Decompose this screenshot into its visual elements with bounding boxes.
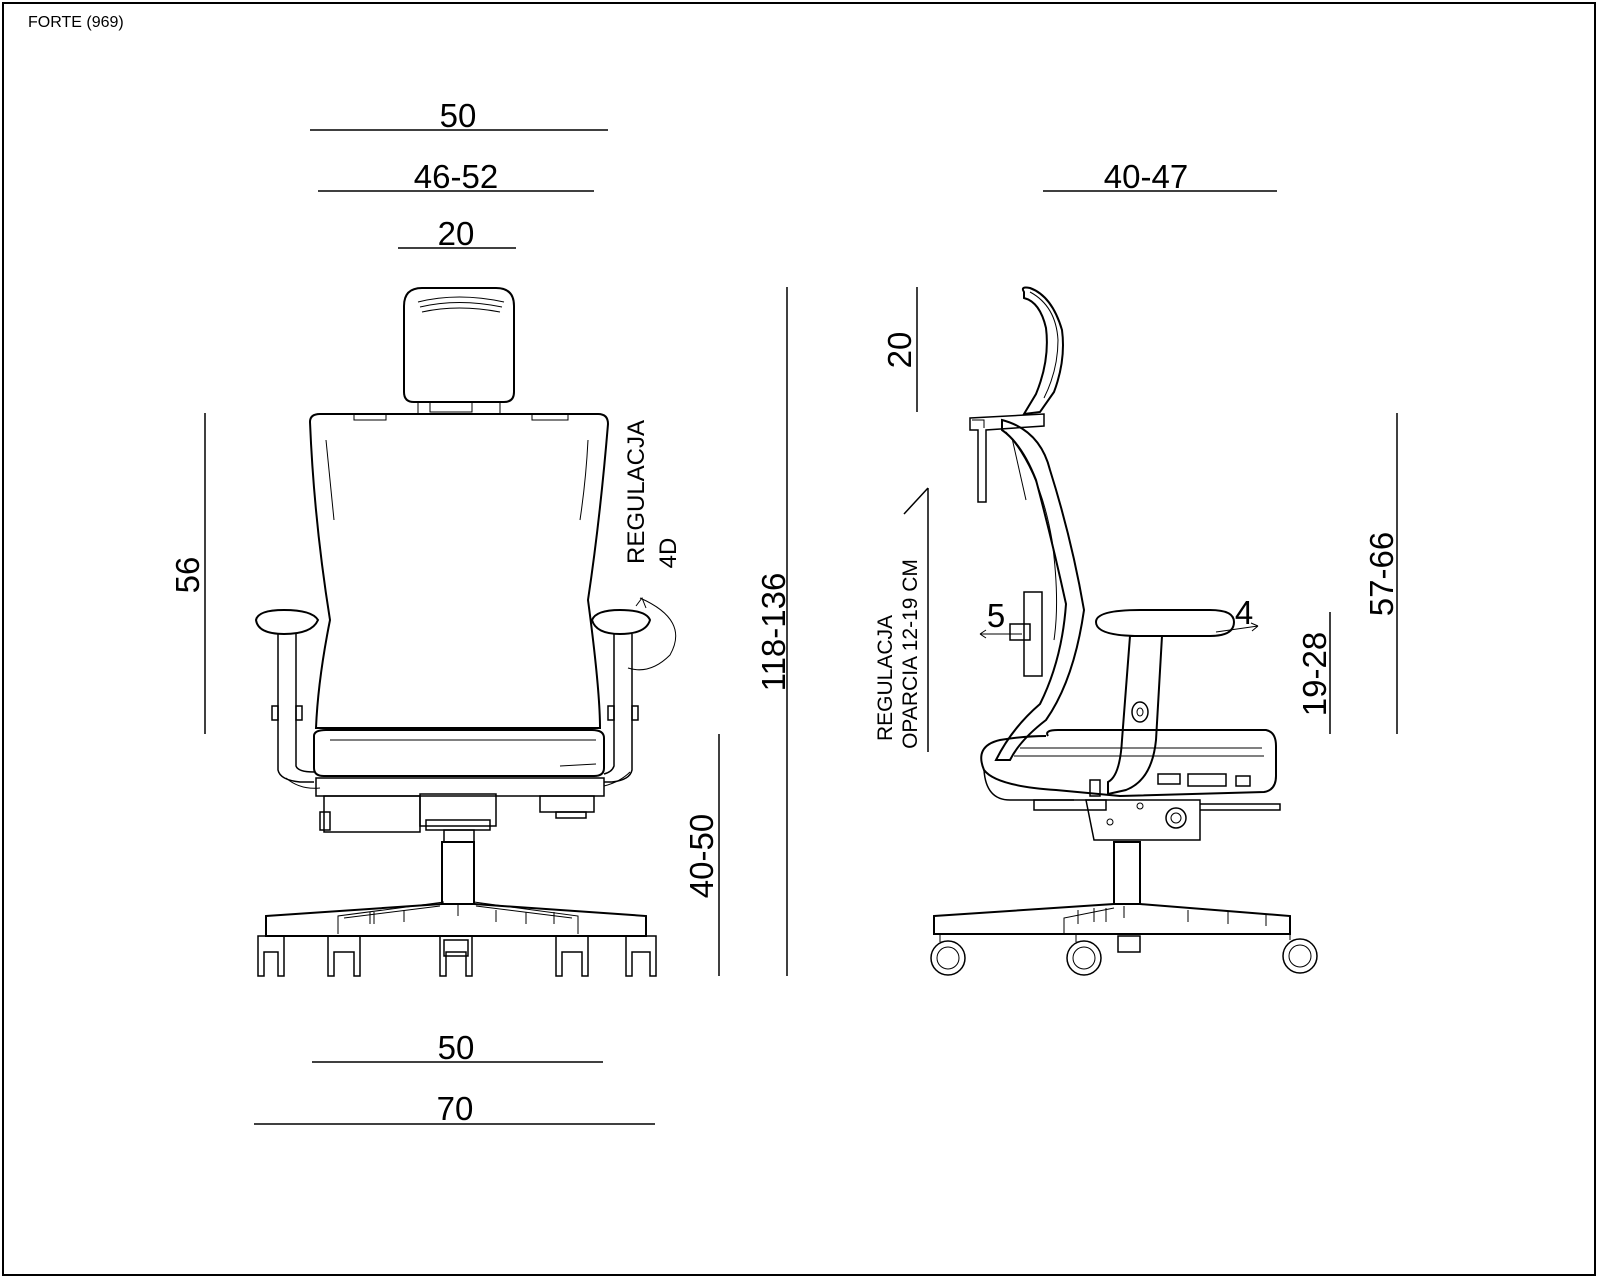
- dim-headrest-width-label: 20: [438, 215, 475, 252]
- side-casters: [930, 934, 1318, 976]
- dim-seat-height: 40-50: [683, 734, 720, 976]
- armrest-back-label: 5: [987, 597, 1005, 634]
- dim-total-height-label: 118-136: [755, 573, 792, 692]
- dim-base-width: 70: [254, 1090, 655, 1127]
- side-mechanism: [1085, 799, 1201, 841]
- dim-base-width-label: 70: [437, 1090, 474, 1127]
- dim-backrest-height-side: 57-66: [1363, 413, 1400, 734]
- headrest-ribs: [417, 296, 505, 313]
- armrest-label-line1: REGULACJA: [623, 420, 650, 564]
- side-view-chair: [930, 286, 1318, 976]
- dim-seat-width: 50: [312, 1029, 603, 1066]
- side-base: [933, 903, 1291, 935]
- dim-backrest-width-label: 46-52: [414, 158, 498, 195]
- dim-seat-width-label: 50: [438, 1029, 475, 1066]
- backrest-label-line2: OPARCIA 12-19 CM: [899, 559, 922, 749]
- arrow-left-icon: [979, 629, 1022, 639]
- dim-seat-depth-label: 40-47: [1104, 158, 1188, 195]
- rotation-arrow-icon: [627, 597, 677, 671]
- armrest-front-adjust: 4: [1215, 594, 1259, 633]
- caster-wheel-icon: [930, 940, 966, 976]
- tilt-lever: [1200, 803, 1281, 811]
- dim-backrest-height: 56: [169, 413, 206, 734]
- dim-headrest-height-label: 20: [881, 332, 918, 369]
- front-base: [265, 903, 647, 937]
- dim-armrest-height: 19-28: [1296, 612, 1333, 734]
- dim-seat-depth: 40-47: [1043, 158, 1277, 195]
- dim-headrest-height: 20: [881, 287, 918, 412]
- arrow-head-icon: [635, 596, 647, 609]
- armrest-label-line2: 4D: [655, 538, 682, 569]
- dim-seat-height-label: 40-50: [683, 814, 720, 898]
- front-seat: [313, 729, 605, 777]
- front-armrest-left: [277, 634, 315, 783]
- dim-overall-width-top: 50: [310, 97, 608, 134]
- backrest-label-line1: REGULACJA: [874, 615, 897, 741]
- dim-backrest-width: 46-52: [318, 158, 594, 195]
- dim-headrest-width: 20: [398, 215, 516, 252]
- armrest-back-adjust: 5: [979, 597, 1022, 639]
- armrest-front-label: 4: [1235, 594, 1253, 631]
- side-seat: [980, 729, 1277, 798]
- front-armrest-right-pad: [590, 608, 652, 636]
- front-armrest-left-pad: [254, 608, 320, 636]
- front-view-chair: [254, 287, 657, 977]
- front-backrest: [308, 413, 610, 729]
- dim-armrest-height-label: 19-28: [1296, 632, 1333, 716]
- front-headrest: [403, 287, 515, 403]
- tilt-knob-icon: [1165, 807, 1187, 829]
- dim-overall-width-top-label: 50: [440, 97, 477, 134]
- model-title: FORTE (969): [28, 14, 124, 31]
- dim-total-height: 118-136: [755, 287, 792, 976]
- front-gas-lift: [441, 841, 475, 905]
- front-armrest-right: [603, 634, 633, 783]
- side-gas-lift: [1113, 841, 1141, 905]
- side-backrest: [994, 418, 1086, 761]
- front-casters: [257, 935, 657, 977]
- side-armrest-post: [1107, 635, 1164, 796]
- armrest-adjustment-label: REGULACJA 4D: [623, 420, 682, 671]
- backrest-adjustment-label: REGULACJA OPARCIA 12-19 CM: [874, 487, 929, 752]
- dim-backrest-height-label: 56: [169, 557, 206, 594]
- caster-wheel-icon: [1282, 938, 1318, 974]
- side-headrest: [1021, 286, 1064, 416]
- arrow-right-icon: [1215, 622, 1259, 633]
- side-armrest-pad: [1094, 609, 1236, 637]
- dim-backrest-height-side-label: 57-66: [1363, 532, 1400, 616]
- caster-wheel-icon: [1066, 940, 1102, 976]
